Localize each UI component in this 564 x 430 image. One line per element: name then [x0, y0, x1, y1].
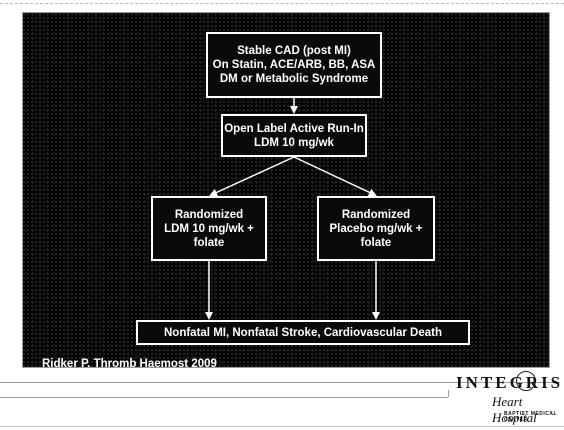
- heart-emblem-icon: [516, 371, 536, 391]
- box-stable-cad: Stable CAD (post MI) On Statin, ACE/ARB,…: [206, 32, 382, 98]
- box-line: Randomized: [174, 208, 244, 221]
- box-line: Placebo mg/wk +: [329, 222, 423, 235]
- box-line: Open Label Active Run-In: [224, 122, 364, 135]
- box-line: LDM 10 mg/wk: [254, 136, 334, 149]
- flow-arrows: [205, 98, 380, 320]
- box-line: DM or Metabolic Syndrome: [219, 73, 369, 85]
- logo-subtitle: BAPTIST MEDICAL CENTER: [504, 411, 557, 423]
- footer-divider-cap: [448, 390, 449, 397]
- box-line: LDM 10 mg/wk +: [164, 222, 254, 235]
- bottom-divider: [0, 426, 564, 427]
- footer-divider: [0, 397, 448, 398]
- box-line: folate: [193, 236, 225, 249]
- box-line: Stable CAD (post MI): [237, 45, 351, 57]
- arrow-box2-to-box4: [293, 156, 377, 197]
- box-line: Nonfatal MI, Nonfatal Stroke, Cardiovasc…: [164, 326, 442, 339]
- box-line: folate: [360, 236, 392, 249]
- logo-wordmark: INTEGRIS: [456, 373, 564, 392]
- arrow-box2-to-box3: [209, 156, 295, 197]
- slide: Stable CAD (post MI) On Statin, ACE/ARB,…: [22, 12, 550, 370]
- citation: Ridker P. Thromb Haemost 2009: [42, 358, 217, 370]
- integris-logo: INTEGRIS Heart Hospital BAPTIST MEDICAL …: [452, 371, 560, 425]
- box-line: Randomized: [341, 208, 411, 221]
- logo-script: Heart Hospital: [492, 394, 537, 425]
- top-divider: [0, 3, 564, 4]
- box-randomized-placebo: Randomized Placebo mg/wk + folate: [317, 196, 435, 261]
- footer-divider: [0, 382, 560, 383]
- box-line: On Statin, ACE/ARB, BB, ASA: [212, 59, 376, 71]
- box-run-in: Open Label Active Run-In LDM 10 mg/wk: [221, 114, 367, 157]
- box-outcomes: Nonfatal MI, Nonfatal Stroke, Cardiovasc…: [136, 320, 470, 345]
- box-randomized-ldm: Randomized LDM 10 mg/wk + folate: [151, 196, 267, 261]
